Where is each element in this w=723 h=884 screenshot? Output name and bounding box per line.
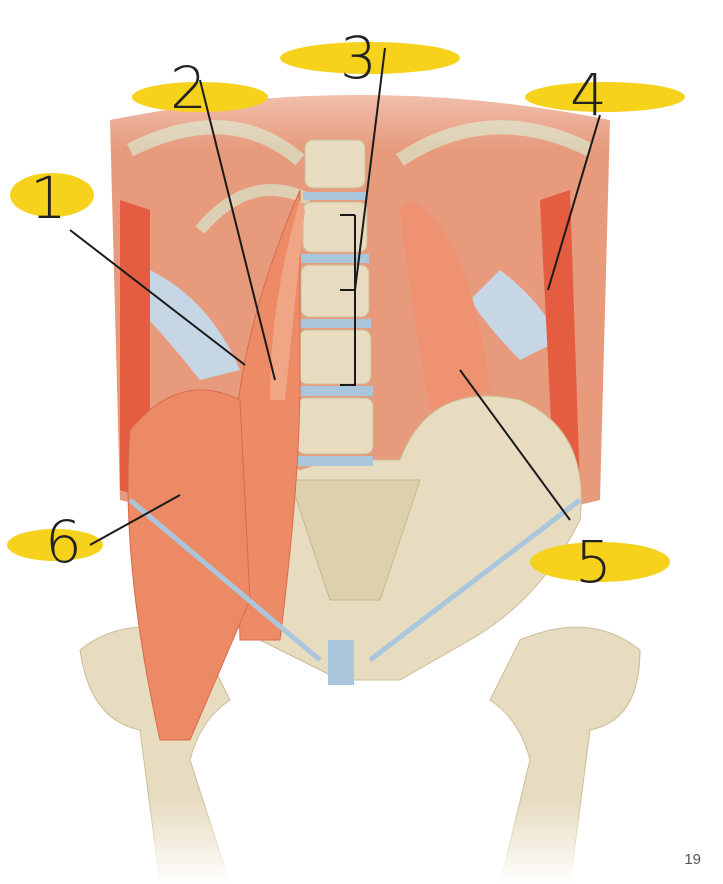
rib [195, 184, 313, 234]
highlight-marks [7, 42, 685, 582]
label-3: 3 [340, 24, 377, 92]
label-6: 6 [45, 508, 82, 576]
external-oblique-right [540, 190, 580, 500]
sacrum [289, 479, 421, 601]
label-4: 4 [570, 61, 607, 129]
psoas-minor [270, 200, 305, 400]
label-5: 5 [575, 528, 612, 596]
quadratus-lumborum [400, 200, 490, 410]
leader-lines [69, 47, 601, 546]
lumbar-spine [296, 139, 374, 466]
pubic-symphysis [328, 640, 354, 685]
iliacus [127, 389, 251, 741]
label-1: 1 [30, 164, 67, 232]
label-2: 2 [170, 54, 207, 122]
page-number: 19 [684, 851, 701, 868]
fascia-right [470, 270, 560, 360]
